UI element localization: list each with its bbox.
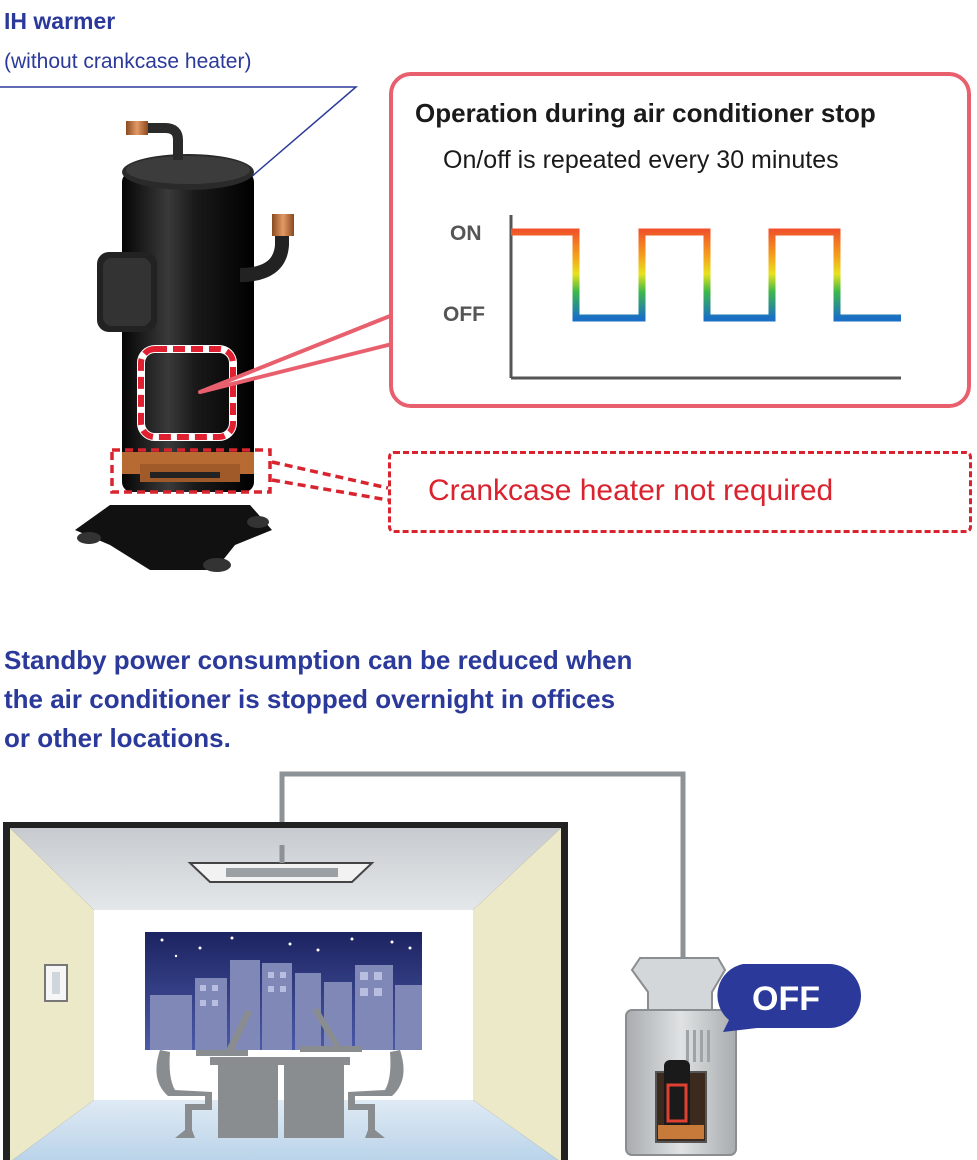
leader-line [0, 86, 359, 179]
crankcase-text: Crankcase heater not required [428, 474, 834, 507]
onoff-waveform [509, 215, 901, 380]
office-illustration [3, 771, 737, 1160]
standby-line-2: the air conditioner is stopped overnight… [4, 684, 616, 714]
crankcase-callout [388, 451, 972, 533]
standby-text: Standby power consumption can be reduced… [4, 641, 632, 758]
crankcase-highlight [110, 448, 272, 494]
signal-line [511, 228, 901, 322]
off-status-text: OFF [752, 980, 820, 1018]
ih-warmer-sublabel: (without crankcase heater) [4, 50, 252, 73]
compressor-body [122, 172, 254, 492]
operation-callout [389, 72, 971, 408]
callout-title: Operation during air conditioner stop [415, 98, 876, 128]
standby-line-3: or other locations. [4, 723, 231, 753]
ih-warmer-label: IH warmer [4, 8, 116, 34]
compressor-illustration [0, 86, 402, 572]
outdoor-unit [625, 957, 737, 1156]
callout-subtitle: On/off is repeated every 30 minutes [443, 146, 839, 174]
on-label: ON [450, 222, 482, 245]
compressor-base [75, 505, 272, 570]
off-speech-bubble [717, 964, 861, 1032]
off-label: OFF [443, 303, 485, 326]
standby-line-1: Standby power consumption can be reduced… [4, 645, 633, 675]
